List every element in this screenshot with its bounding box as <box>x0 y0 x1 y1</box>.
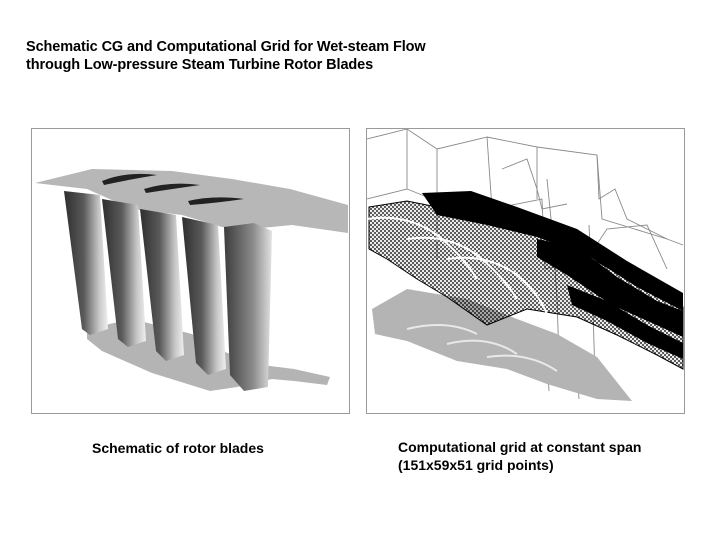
rotor-blade-schematic-image <box>35 169 348 391</box>
title-line-1: Schematic CG and Computational Grid for … <box>26 39 426 55</box>
computational-grid-panel <box>366 128 685 414</box>
rotor-blade <box>224 223 272 391</box>
rotor-blade <box>102 199 146 347</box>
rotor-blade <box>64 191 108 335</box>
blade-group <box>64 191 272 391</box>
right-caption-line-1: Computational grid at constant span <box>398 439 642 455</box>
rotor-blade-schematic-panel <box>31 128 350 414</box>
left-panel-caption: Schematic of rotor blades <box>92 440 264 456</box>
slide-title: Schematic CG and Computational Grid for … <box>26 38 426 74</box>
mesh-band <box>367 191 684 370</box>
title-line-2: through Low-pressure Steam Turbine Rotor… <box>26 57 374 73</box>
computational-grid-image <box>367 129 684 401</box>
hub-surface <box>372 289 632 401</box>
rotor-blade <box>140 209 184 361</box>
right-caption-line-2: (151x59x51 grid points) <box>398 457 554 473</box>
right-panel-caption: Computational grid at constant span (151… <box>398 438 641 474</box>
rotor-blade <box>182 217 226 375</box>
